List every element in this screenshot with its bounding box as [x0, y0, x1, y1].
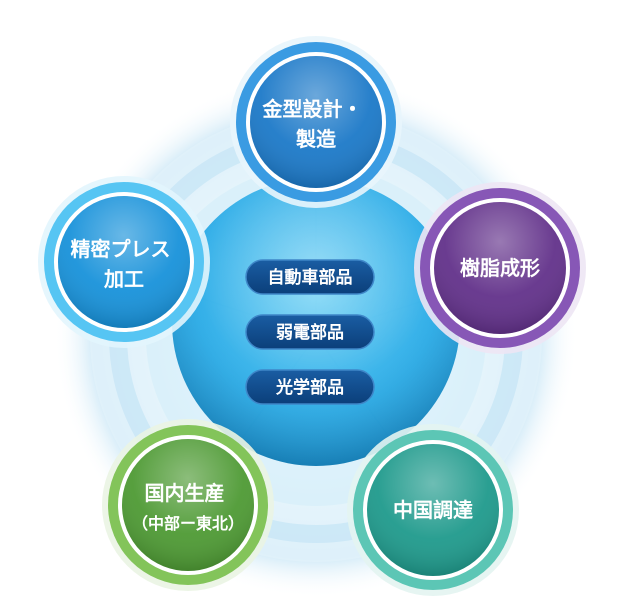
node-precision-press: 精密プレス 加工	[38, 176, 210, 348]
node-label-line: 金型設計・	[262, 97, 363, 121]
node-label-line: 国内生産	[145, 481, 225, 505]
node-label: 金型設計・ 製造	[262, 97, 370, 151]
node-domestic-production: 国内生産 （中部ー東北）	[102, 419, 274, 591]
center-item-label: 弱電部品	[276, 322, 344, 343]
center-item-label: 自動車部品	[268, 267, 353, 288]
node-label: 中国調達	[393, 498, 473, 522]
node-label: 国内生産 （中部ー東北）	[132, 481, 244, 533]
center-item-optical: 光学部品	[245, 369, 375, 405]
node-label: 精密プレス 加工	[71, 237, 178, 291]
node-china-procurement: 中国調達	[347, 424, 519, 596]
center-hub: 自動車部品 弱電部品 光学部品	[172, 178, 460, 466]
node-label-line: 製造	[296, 127, 337, 151]
node-label-line: 精密プレス	[71, 237, 171, 261]
center-item-electrical: 弱電部品	[245, 314, 375, 350]
center-item-label: 光学部品	[275, 377, 344, 398]
center-item-automotive: 自動車部品	[245, 259, 375, 295]
node-label: 樹脂成形	[460, 256, 540, 280]
node-resin-molding: 樹脂成形	[414, 182, 586, 354]
node-mold-design: 金型設計・ 製造	[230, 36, 402, 208]
node-label-line: （中部ー東北）	[132, 514, 244, 533]
node-label-line: 加工	[103, 267, 144, 291]
